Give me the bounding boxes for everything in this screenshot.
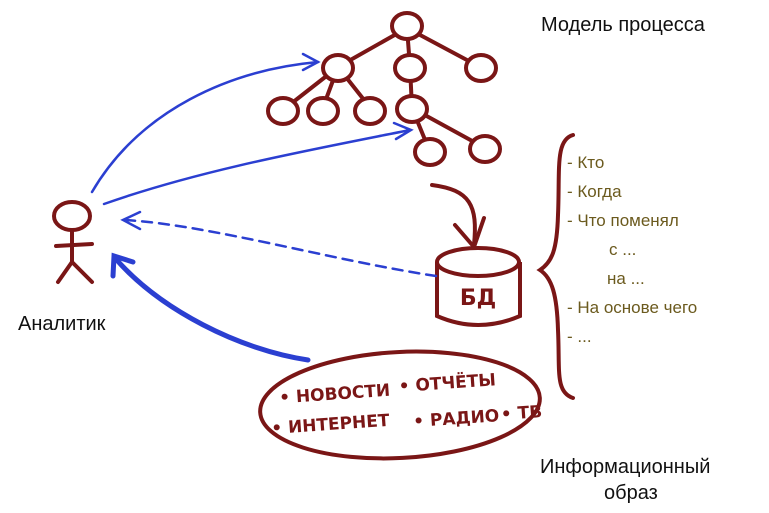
info-image-label-line1: Информационный <box>540 456 711 478</box>
db-label: БД <box>460 286 496 311</box>
source-tv: • ТВ <box>500 402 543 425</box>
arrow-line <box>430 183 477 247</box>
tree-node <box>393 53 427 83</box>
info-to-analyst-arrow <box>110 252 311 363</box>
tree-node <box>321 53 355 83</box>
source-internet: • ИНТЕРНЕТ <box>271 411 391 439</box>
tree-node <box>266 96 300 126</box>
db-field-based-on: - На основе чего <box>567 298 698 317</box>
arrow-head <box>392 121 414 141</box>
tree-node <box>395 94 429 124</box>
process-tree-nodes <box>266 11 502 167</box>
arms <box>54 242 94 248</box>
info-image-ellipse <box>258 349 542 461</box>
source-news: • НОВОСТИ <box>279 381 391 409</box>
tree-to-db-arrow <box>430 183 486 251</box>
tree-node <box>413 137 447 167</box>
arrow-line <box>112 255 311 363</box>
arrow-head <box>110 252 136 279</box>
source-radio: • РАДИО <box>413 406 500 432</box>
head <box>52 200 92 232</box>
info-image-label-line2: образ <box>604 482 658 504</box>
arrow-head <box>120 210 142 231</box>
arrow-to-tree-top <box>90 60 320 194</box>
process-model-label: Модель процесса <box>541 14 705 36</box>
dashed-line <box>123 218 438 278</box>
db-field-what-changed: - Что поменял <box>567 211 679 230</box>
tree-node <box>390 11 424 41</box>
arrow-to-tree-middle <box>102 128 412 206</box>
sources: • НОВОСТИ • ОТЧЁТЫ • ИНТЕРНЕТ • РАДИО • … <box>271 368 543 439</box>
process-tree <box>281 26 487 154</box>
db-field-from: с ... <box>609 240 637 259</box>
db-field-when: - Когда <box>567 182 622 201</box>
leg-right <box>70 260 94 284</box>
db-fields-list: - Кто - Когда - Что поменял с ... на ...… <box>567 148 697 351</box>
tree-node <box>353 96 387 126</box>
tree-node <box>464 53 498 83</box>
db-top <box>435 246 521 278</box>
arrow-head <box>453 216 486 251</box>
tree-node <box>306 96 340 126</box>
curly-brace <box>536 133 575 400</box>
db-field-to: на ... <box>607 269 645 288</box>
dashed-arrow-db-to-analyst <box>120 210 438 278</box>
source-reports: • ОТЧЁТЫ <box>398 368 497 397</box>
db-field-etc: - ... <box>567 327 592 346</box>
db-body <box>435 262 522 327</box>
tree-node <box>468 134 502 164</box>
analyst-label: Аналитик <box>18 313 106 335</box>
blue-arrows-to-tree <box>90 52 414 206</box>
database-icon <box>435 246 522 327</box>
leg-left <box>56 260 74 284</box>
db-field-who: - Кто <box>567 153 605 172</box>
arrow-head <box>301 52 321 72</box>
analyst-figure-icon <box>52 200 94 284</box>
